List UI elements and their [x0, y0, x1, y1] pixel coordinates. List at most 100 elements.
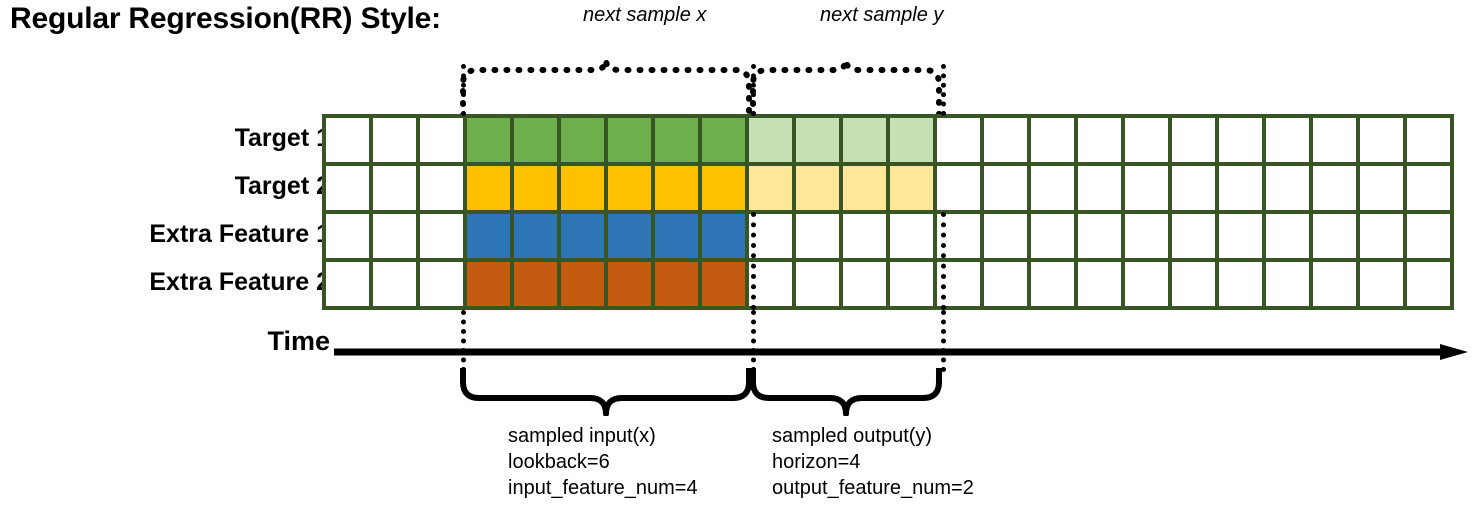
grid-cell-empty: [890, 262, 933, 306]
grid-cell-empty: [1360, 262, 1403, 306]
grid-cell-output: [796, 118, 839, 162]
time-axis-arrow: [334, 344, 1468, 360]
grid-cell-empty: [984, 118, 1027, 162]
divider-line-features-output-end: [941, 212, 946, 310]
grid-cell-input: [514, 166, 557, 210]
grid-cell-output: [890, 166, 933, 210]
grid-cell-empty: [1031, 118, 1074, 162]
grid-cell-empty: [1172, 262, 1215, 306]
grid-cell-empty: [420, 262, 463, 306]
divider-line-output-end-top: [941, 64, 946, 116]
grid-cell-empty: [1172, 214, 1215, 258]
grid-cell-empty: [1360, 118, 1403, 162]
next-sample-x-label: next sample x: [583, 4, 707, 26]
grid-cell-empty: [937, 118, 980, 162]
timeseries-grid: [322, 114, 1454, 310]
grid-cell-input: [561, 214, 604, 258]
grid-cell-empty: [1125, 214, 1168, 258]
grid-cell-empty: [984, 262, 1027, 306]
grid-cell-empty: [749, 214, 792, 258]
grid-cell-input: [514, 262, 557, 306]
grid-cell-empty: [1078, 118, 1121, 162]
grid-cell-empty: [1125, 118, 1168, 162]
sampled-input-description: sampled input(x) lookback=6 input_featur…: [508, 423, 698, 501]
grid-cell-output: [749, 118, 792, 162]
row-label-extra-feature-1: Extra Feature 1: [149, 220, 330, 248]
divider-line-input-end-top: [751, 64, 756, 116]
divider-line-output-end-bottom: [941, 310, 946, 372]
grid-cell-empty: [1266, 166, 1309, 210]
grid-cell-input: [467, 262, 510, 306]
grid-cell-empty: [1031, 166, 1074, 210]
next-sample-y-brace: [750, 59, 942, 118]
grid-cell-empty: [1313, 262, 1356, 306]
sampled-output-title: sampled output(y): [772, 425, 933, 447]
grid-cell-empty: [1360, 166, 1403, 210]
grid-cell-input: [514, 118, 557, 162]
grid-cell-empty: [1360, 214, 1403, 258]
grid-cell-empty: [1078, 262, 1121, 306]
grid-cell-empty: [1219, 262, 1262, 306]
sampled-output-brace: [750, 368, 942, 416]
sampled-input-lookback: lookback=6: [508, 451, 610, 473]
grid-cell-empty: [1266, 214, 1309, 258]
grid-cell-input: [702, 118, 745, 162]
grid-cell-input: [514, 214, 557, 258]
grid-cell-input: [608, 118, 651, 162]
next-sample-y-label: next sample y: [820, 4, 944, 26]
grid-cell-input: [655, 118, 698, 162]
grid-cell-input: [655, 166, 698, 210]
grid-cell-empty: [373, 166, 416, 210]
grid-cell-empty: [796, 214, 839, 258]
grid-cell-empty: [1407, 262, 1450, 306]
grid-cell-empty: [1219, 118, 1262, 162]
grid-cell-input: [608, 166, 651, 210]
row-label-extra-feature-2: Extra Feature 2: [149, 268, 330, 296]
grid-cell-input: [655, 214, 698, 258]
grid-cell-empty: [1031, 214, 1074, 258]
sampled-output-description: sampled output(y) horizon=4 output_featu…: [772, 423, 974, 501]
grid-cell-empty: [984, 166, 1027, 210]
grid-cell-input: [561, 166, 604, 210]
grid-cell-input: [702, 166, 745, 210]
grid-cell-empty: [1313, 118, 1356, 162]
divider-line-input-start-bottom: [461, 310, 466, 372]
grid-cell-empty: [326, 166, 369, 210]
grid-cell-empty: [1219, 166, 1262, 210]
grid-cell-input: [608, 262, 651, 306]
next-sample-x-brace: [460, 59, 752, 118]
grid-cell-empty: [326, 262, 369, 306]
sampled-output-horizon: horizon=4: [772, 451, 861, 473]
grid-cell-input: [702, 214, 745, 258]
grid-cell-empty: [890, 214, 933, 258]
grid-cell-empty: [843, 262, 886, 306]
grid-cell-empty: [1407, 214, 1450, 258]
grid-cell-empty: [1313, 214, 1356, 258]
grid-cell-empty: [1266, 118, 1309, 162]
grid-cell-input: [702, 262, 745, 306]
grid-cell-output: [749, 166, 792, 210]
grid-cell-output: [796, 166, 839, 210]
grid-cell-empty: [373, 262, 416, 306]
grid-cell-empty: [1125, 262, 1168, 306]
grid-cell-input: [561, 118, 604, 162]
sampled-input-feature-num: input_feature_num=4: [508, 477, 698, 499]
divider-line-features-input-end: [751, 212, 756, 310]
divider-line-input-start: [461, 64, 466, 116]
grid-cell-empty: [326, 214, 369, 258]
page-title: Regular Regression(RR) Style:: [10, 2, 441, 35]
grid-cell-empty: [1172, 166, 1215, 210]
divider-line-input-end-bottom: [751, 310, 756, 372]
grid-cell-empty: [1125, 166, 1168, 210]
grid-cell-empty: [326, 118, 369, 162]
row-label-target-2: Target 2: [234, 172, 330, 200]
grid-cell-empty: [1172, 118, 1215, 162]
grid-cell-output: [843, 166, 886, 210]
grid-cell-empty: [984, 214, 1027, 258]
grid-cell-empty: [937, 166, 980, 210]
grid-cell-empty: [749, 262, 792, 306]
sampled-output-feature-num: output_feature_num=2: [772, 477, 974, 499]
grid-cell-empty: [1078, 166, 1121, 210]
grid-cell-empty: [1266, 262, 1309, 306]
